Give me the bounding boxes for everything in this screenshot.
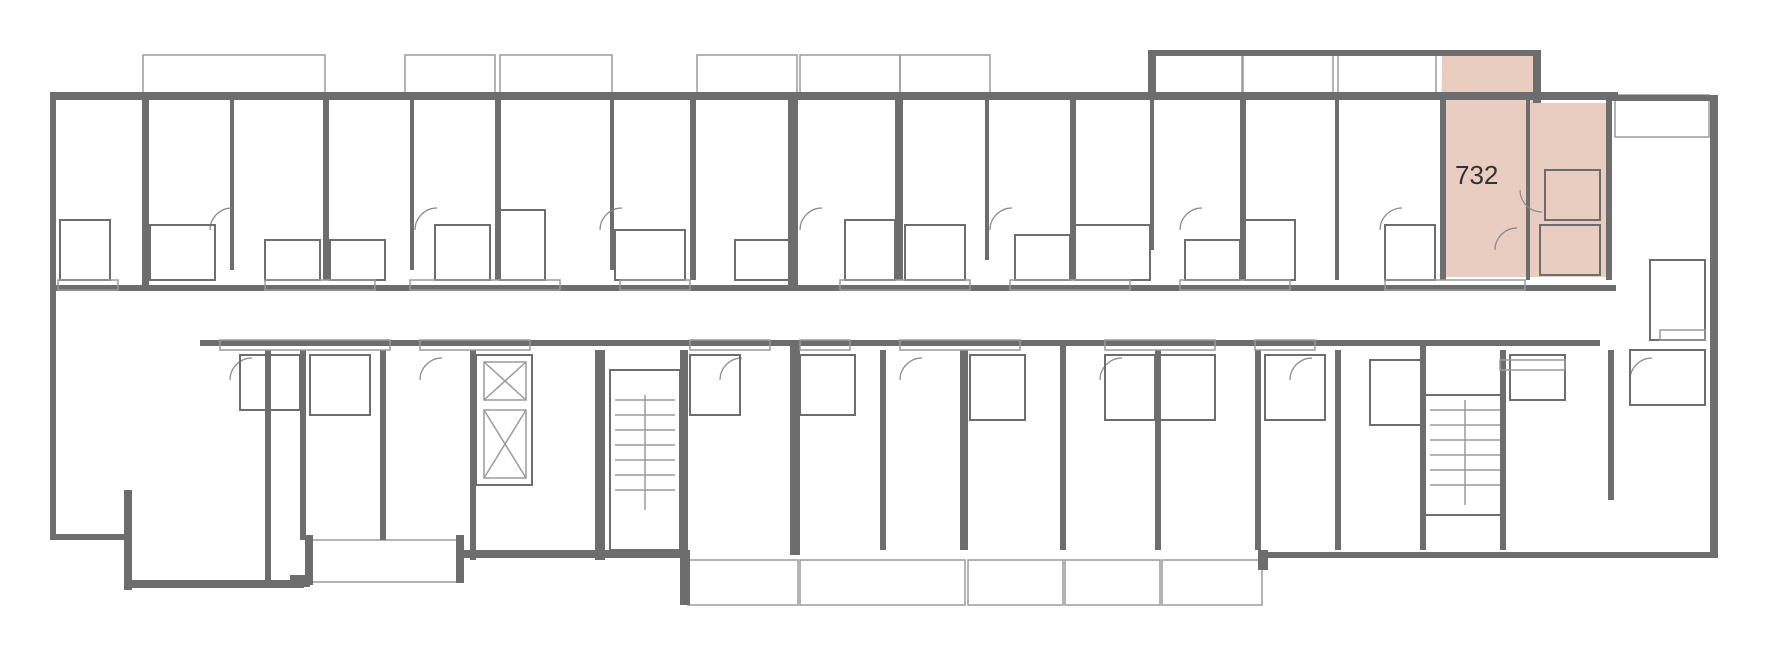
internal-walls — [142, 100, 1614, 580]
doors — [209, 189, 1653, 381]
unit-732-highlight — [1440, 55, 1608, 277]
unit-732-number: 732 — [1455, 160, 1498, 190]
stairwell-left — [609, 369, 681, 551]
outer-walls — [50, 50, 1718, 605]
bottom-balconies — [309, 539, 1263, 606]
corridor-walls — [56, 285, 1616, 346]
stairwell-right — [1424, 394, 1506, 516]
elevator-shafts — [475, 354, 533, 486]
unit-732[interactable]: 732 — [1440, 55, 1608, 277]
corridor-windows — [57, 279, 1706, 371]
